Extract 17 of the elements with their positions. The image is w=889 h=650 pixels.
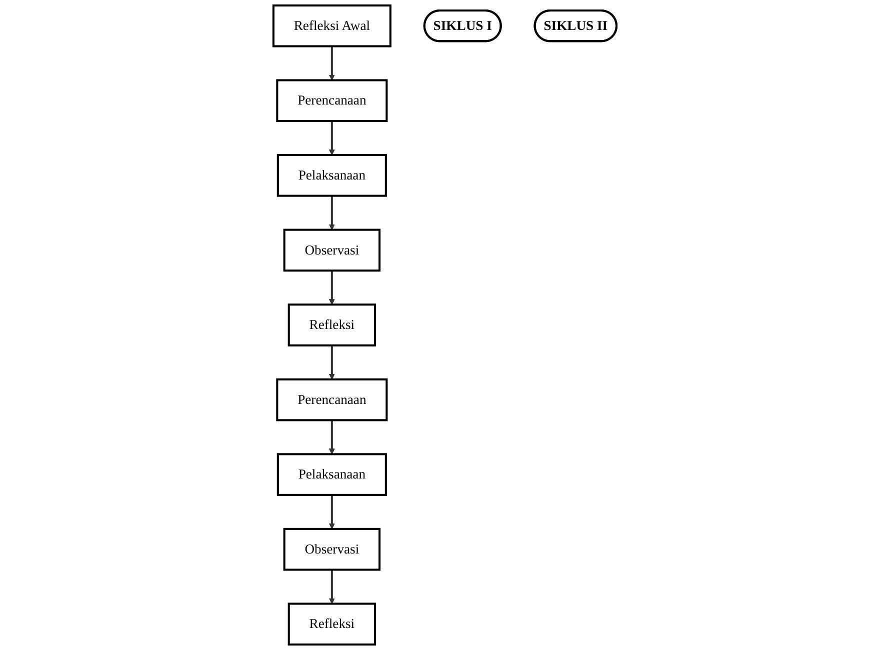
arrow: [328, 345, 334, 380]
arrow: [328, 570, 334, 604]
arrow: [328, 196, 334, 230]
node-box: Refleksi: [287, 304, 376, 346]
node-box: Observasi: [282, 228, 380, 272]
arrow: [328, 420, 334, 454]
node-box: Observasi: [282, 528, 380, 571]
node-box: Refleksi Awal: [272, 4, 391, 48]
arrow: [328, 270, 334, 305]
node-box: Refleksi: [287, 602, 376, 646]
arrow: [328, 121, 334, 156]
node-box: Perencanaan: [276, 79, 388, 122]
arrow: [328, 46, 334, 81]
node-box: Pelaksanaan: [276, 154, 386, 197]
node-box: Perencanaan: [276, 378, 388, 422]
node-box: Pelaksanaan: [276, 453, 386, 496]
arrow: [328, 494, 334, 530]
